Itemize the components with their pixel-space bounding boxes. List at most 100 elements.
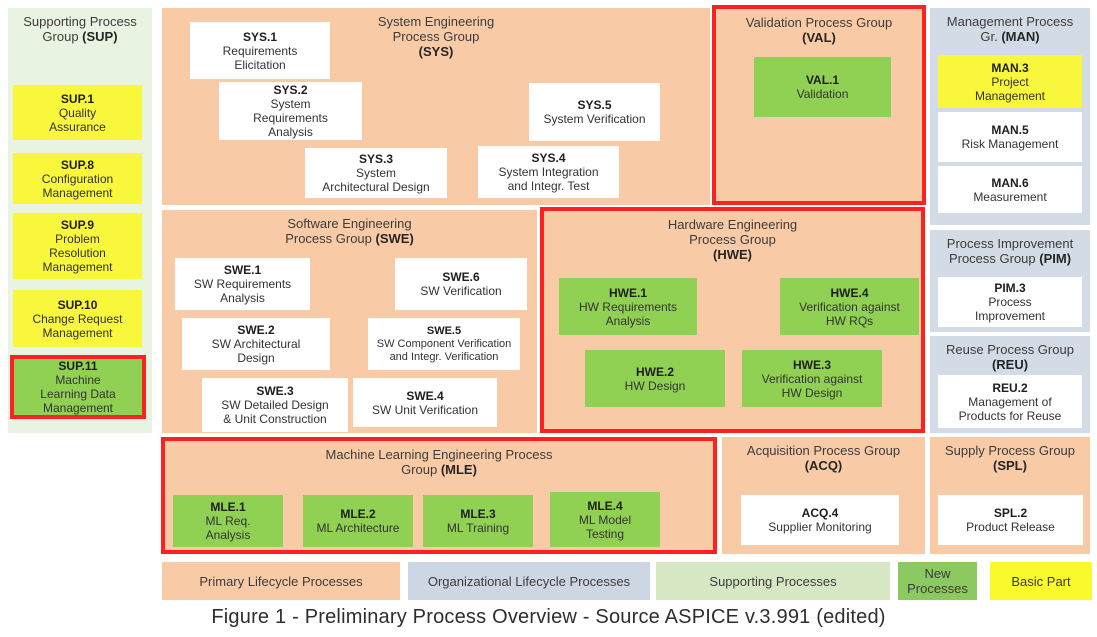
process-code: PIM.3: [994, 281, 1026, 295]
process-name: System Verification: [543, 112, 646, 126]
process-code: HWE.2: [635, 364, 674, 379]
spl-title-code: (SPL): [993, 458, 1027, 473]
process-name: ML Architecture: [316, 521, 400, 535]
process-name: Supplier Monitoring: [768, 520, 872, 534]
process-code: MLE.3: [460, 507, 496, 521]
process-code: VAL.1: [805, 73, 840, 87]
process-name: Problem Resolution Management: [42, 232, 113, 274]
process-name: SW Detailed Design & Unit Construction: [221, 398, 329, 426]
process-code: SWE.3: [256, 384, 294, 398]
acq-group-title: Acquisition Process Group (ACQ): [722, 437, 925, 473]
sys-group-title: System Engineering Process Group (SYS): [162, 8, 710, 59]
pim-title-code: (PIM): [1039, 251, 1072, 266]
hwe-title-text: Hardware Engineering Process Group: [667, 217, 798, 247]
sys-title-text: System Engineering Process Group: [377, 14, 495, 44]
legend-label: Basic Part: [1011, 573, 1071, 589]
process-code: MLE.1: [210, 500, 246, 514]
legend-organizational-lifecycle: Organizational Lifecycle Processes: [408, 562, 650, 600]
swe-title-text: Software Engineering Process Group: [285, 216, 412, 246]
process-code: SYS.3: [358, 152, 394, 166]
process-code: SUP.10: [57, 297, 98, 312]
process-name: System Requirements Analysis: [253, 97, 328, 139]
legend-label: New Processes: [907, 566, 968, 596]
hwe-group-title: Hardware Engineering Process Group (HWE): [544, 211, 921, 262]
process-name: Machine Learning Data Management: [40, 373, 116, 415]
process-code: SUP.9: [60, 218, 95, 232]
acq-title-text: Acquisition Process Group: [746, 443, 901, 458]
man-group-title: Management Process Gr. (MAN): [930, 8, 1090, 44]
mle-title-text: Machine Learning Engineering Process Gro…: [325, 447, 553, 477]
process-code: MLE.4: [587, 498, 623, 513]
process-name: Quality Assurance: [49, 105, 106, 134]
process-code: HWE.4: [830, 285, 869, 300]
figure-caption: Figure 1 - Preliminary Process Overview …: [211, 606, 886, 628]
process-code: SUP.1: [60, 91, 95, 106]
process-code: SUP.8: [60, 157, 95, 172]
process-code: MAN.3: [991, 60, 1029, 75]
spl-group-title: Supply Process Group (SPL): [930, 437, 1090, 473]
man-title-text: Management Process Gr.: [946, 14, 1074, 44]
process-code: SYS.1: [242, 29, 278, 44]
man-title-code: (MAN): [1001, 29, 1040, 44]
process-name: ML Req. Analysis: [205, 514, 251, 542]
process-name: SW Verification: [420, 284, 502, 298]
process-code: SYS.2: [273, 83, 308, 97]
process-code: SWE.5: [426, 324, 462, 337]
process-name: Validation: [796, 87, 849, 101]
sup-group-title: Supporting Process Group (SUP): [8, 8, 152, 44]
legend-basic-part: Basic Part: [990, 562, 1092, 600]
reu-title-code: (REU): [991, 357, 1029, 372]
pim-title-text: Process Improvement Process Group: [946, 236, 1074, 266]
process-name: Change Request Management: [32, 311, 123, 340]
process-code: ACQ.4: [801, 506, 839, 520]
process-name: System Architectural Design: [322, 166, 430, 194]
process-code: SPL.2: [993, 506, 1028, 520]
process-code: HWE.3: [792, 357, 831, 372]
process-code: SYS.5: [577, 98, 612, 112]
swe-title-code: (SWE): [375, 231, 414, 246]
process-code: SWE.6: [442, 270, 480, 284]
process-name: Configuration Management: [41, 171, 114, 200]
sys-title-code: (SYS): [418, 44, 454, 59]
reu-group-title: Reuse Process Group (REU): [930, 336, 1090, 372]
swe-group: Software Engineering Process Group (SWE)…: [162, 210, 537, 433]
process-name: Product Release: [966, 520, 1055, 534]
legend-label: Primary Lifecycle Processes: [199, 573, 363, 589]
hwe-title-code: (HWE): [713, 247, 752, 262]
process-code: SUP.11: [58, 359, 98, 373]
acq-title-code: (ACQ): [804, 458, 843, 473]
process-code: SYS.4: [531, 151, 566, 165]
val-group-title: Validation Process Group (VAL): [716, 9, 922, 45]
pim-group-title: Process Improvement Process Group (PIM): [930, 230, 1090, 266]
